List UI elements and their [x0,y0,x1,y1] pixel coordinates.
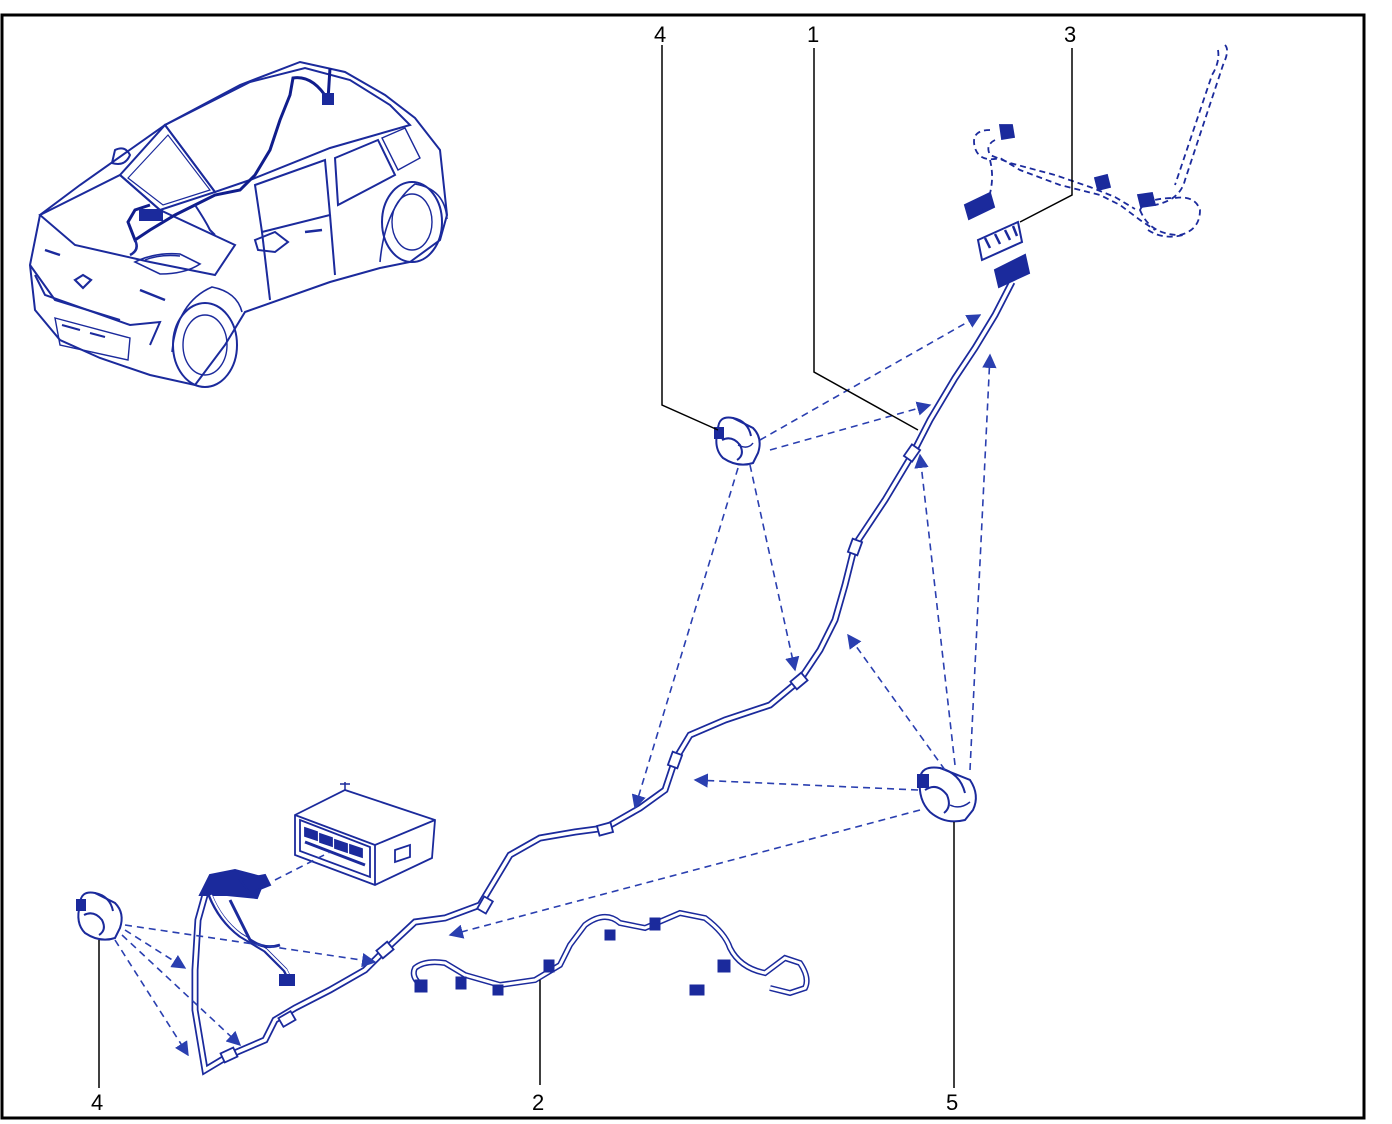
callout-1: 1 [807,22,819,47]
callout-4-top: 4 [654,22,666,47]
clip-4-bottom [76,891,123,941]
callout-4-bottom: 4 [91,1090,103,1115]
leader-lines [98,45,1073,1088]
assembly-arrows [114,314,997,1057]
car-overview-illustration [28,60,449,388]
callout-3: 3 [1064,22,1076,47]
diagram-border [0,13,1366,1120]
callout-2: 2 [532,1090,544,1115]
leader-1 [813,48,919,431]
callout-5: 5 [946,1090,958,1115]
leader-4-top [661,45,719,431]
clip-4-top [714,416,761,466]
clip-5 [917,766,977,823]
control-module [294,782,436,886]
harness-2 [410,909,810,997]
leader-3 [1019,48,1073,223]
module-connectors [198,851,331,986]
main-harness-1 [191,44,1228,1076]
